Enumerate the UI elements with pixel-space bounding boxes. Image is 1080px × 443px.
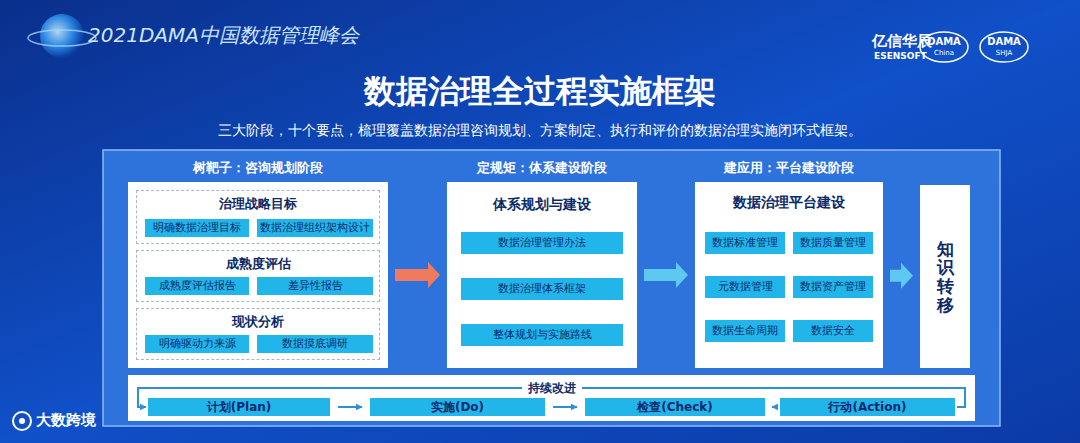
stage-box: 建应用：平台建设阶段数据治理平台建设数据标准管理数据质量管理元数据管理数据资产管… xyxy=(695,182,883,368)
node-label: 明确驱动力来源 xyxy=(145,335,249,353)
brand-logo xyxy=(13,412,31,430)
item-box: 数据质量管理 xyxy=(793,232,873,254)
improvement-band: 持续改进计划(Plan) 实施(Do) 检查(Check) 行动(Action) xyxy=(128,375,975,421)
event-name: 2021DAMA中国数据管理峰会 xyxy=(88,22,359,49)
flow-arrow xyxy=(772,406,773,408)
node-label: 数据标准管理 xyxy=(705,232,785,254)
node-label: 检查(Check) xyxy=(585,398,765,416)
item-box: 数据治理管理办法 xyxy=(461,232,623,254)
stage-heading: 建应用：平台建设阶段 xyxy=(695,159,883,177)
item-box: 明确数据治理目标 xyxy=(145,219,249,237)
node-label: 现状分析 xyxy=(137,313,379,331)
node-label: 知识转移 xyxy=(937,239,954,314)
flow-arrow xyxy=(338,406,362,408)
node-label: 整体规划与实施路线 xyxy=(461,324,623,346)
node-label: 明确数据治理目标 xyxy=(145,219,249,237)
node-label: 数据治理组织架构设计 xyxy=(257,219,373,237)
planet-logo xyxy=(40,14,84,58)
subtitle: 三大阶段，十个要点，梳理覆盖数据治理咨询规划、方案制定、执行和评价的数据治理实施… xyxy=(218,122,862,140)
dama-logo-text: DAMA xyxy=(927,36,961,47)
stage-box: 定规矩：体系建设阶段体系规划与建设数据治理管理办法数据治理体系框架整体规划与实施… xyxy=(447,182,637,368)
item-box: 数据生命周期 xyxy=(705,320,785,342)
item-box: 数据标准管理 xyxy=(705,232,785,254)
node-label: 数据资产管理 xyxy=(793,276,873,298)
node-label: 成熟度评估报告 xyxy=(145,277,249,295)
node-label: 数据治理管理办法 xyxy=(461,232,623,254)
item-box: 明确驱动力来源 xyxy=(145,335,249,353)
node-label: 行动(Action) xyxy=(780,398,955,416)
item-box: 数据摸底调研 xyxy=(257,335,373,353)
transfer-box: 知识转移 xyxy=(920,185,970,368)
node-label: 元数据管理 xyxy=(705,276,785,298)
framework-panel xyxy=(103,150,1000,426)
node-label: 体系规划与建设 xyxy=(447,196,637,214)
node-label: 数据质量管理 xyxy=(793,232,873,254)
item-box: 数据资产管理 xyxy=(793,276,873,298)
pdca-box: 实施(Do) xyxy=(370,398,545,416)
dama-logo-text: SHJA xyxy=(996,49,1012,57)
item-box: 数据治理体系框架 xyxy=(461,278,623,300)
item-box: 成熟度评估报告 xyxy=(145,277,249,295)
item-box: 整体规划与实施路线 xyxy=(461,324,623,346)
stage-box: 树靶子：咨询规划阶段治理战略目标明确数据治理目标数据治理组织架构设计成熟度评估成… xyxy=(128,182,388,368)
node-label: 实施(Do) xyxy=(370,398,545,416)
dama-logo-text: DAMA xyxy=(987,36,1021,47)
node-label: 差异性报告 xyxy=(257,277,373,295)
node-label: 数据安全 xyxy=(793,320,873,342)
node-label: 数据治理平台建设 xyxy=(695,194,883,212)
node-label: 持续改进 xyxy=(522,380,582,397)
brand-logo-text: 亿信华辰 xyxy=(872,32,932,51)
planet-ring xyxy=(28,30,96,46)
stage-arrow xyxy=(395,262,440,288)
group-box: 成熟度评估成熟度评估报告差异性报告 xyxy=(136,250,380,302)
node-label: 成熟度评估 xyxy=(137,255,379,273)
node-label: 数据摸底调研 xyxy=(257,335,373,353)
node-label: 治理战略目标 xyxy=(137,195,379,213)
item-box: 差异性报告 xyxy=(257,277,373,295)
dama-logo xyxy=(980,32,1028,62)
node-label: 数据生命周期 xyxy=(705,320,785,342)
item-box: 元数据管理 xyxy=(705,276,785,298)
item-box: 数据治理组织架构设计 xyxy=(257,219,373,237)
dama-logo-text: China xyxy=(934,49,954,57)
brand-logo xyxy=(19,418,25,424)
group-box: 现状分析明确驱动力来源数据摸底调研 xyxy=(136,308,380,360)
stage-arrow xyxy=(890,263,913,289)
flow-arrow xyxy=(553,406,577,408)
stage-heading: 树靶子：咨询规划阶段 xyxy=(128,159,388,177)
pdca-box: 计划(Plan) xyxy=(148,398,330,416)
brand-logo-text: ESENSOFT xyxy=(874,51,927,61)
brand-name: 大数跨境 xyxy=(36,411,96,430)
node-label: 计划(Plan) xyxy=(148,398,330,416)
pdca-box: 行动(Action) xyxy=(780,398,955,416)
group-box: 治理战略目标明确数据治理目标数据治理组织架构设计 xyxy=(136,190,380,244)
stage-arrow xyxy=(644,262,688,288)
node-label: 数据治理体系框架 xyxy=(461,278,623,300)
diagram-title: 数据治理全过程实施框架 xyxy=(364,70,716,114)
pdca-box: 检查(Check) xyxy=(585,398,765,416)
improvement-band xyxy=(128,375,975,421)
item-box: 数据安全 xyxy=(793,320,873,342)
stage-heading: 定规矩：体系建设阶段 xyxy=(447,159,637,177)
